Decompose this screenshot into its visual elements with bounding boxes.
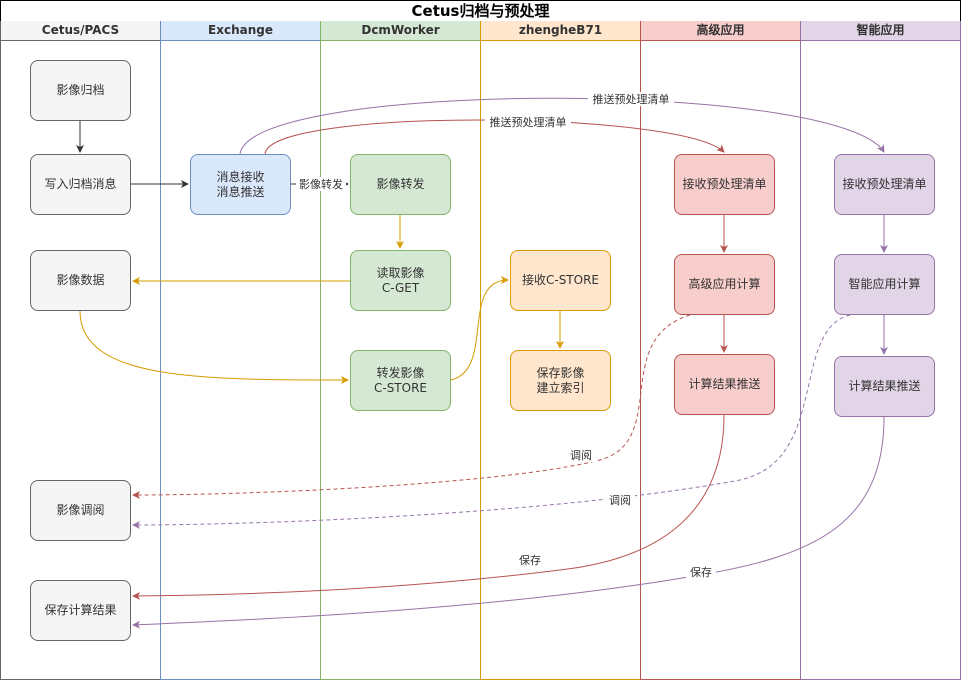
edge-save-adv bbox=[132, 414, 725, 600]
edge-label-review-ai: 调阅 bbox=[609, 494, 631, 507]
node-forward-image-cstore: 转发影像 C-STORE bbox=[350, 350, 451, 411]
lane-header: Cetus/PACS bbox=[1, 21, 160, 41]
edge-cstore-to-receive bbox=[450, 276, 509, 381]
lane-header: zhengheB71 bbox=[481, 21, 640, 41]
edge-push-list-ai bbox=[239, 97, 885, 155]
node-save-results: 保存计算结果 bbox=[30, 580, 131, 641]
node-adv-push-result: 计算结果推送 bbox=[674, 354, 775, 415]
edge-review-ai bbox=[132, 314, 851, 529]
edge-label-save-adv: 保存 bbox=[519, 553, 541, 567]
edge-review-adv bbox=[132, 314, 691, 499]
node-read-image-cget: 读取影像 C-GET bbox=[350, 250, 451, 311]
edge-label-forward: 影像转发 bbox=[299, 177, 343, 191]
edge-push-list-adv bbox=[264, 119, 725, 155]
edge-label-bg bbox=[296, 177, 346, 191]
node-image-archive: 影像归档 bbox=[30, 60, 131, 121]
lane-header: 高级应用 bbox=[641, 21, 800, 41]
lane-header: Exchange bbox=[161, 21, 320, 41]
node-save-image-index: 保存影像 建立索引 bbox=[510, 350, 611, 411]
edge-save-ai bbox=[132, 416, 885, 629]
edge-label-bg bbox=[686, 565, 716, 579]
edge-label-review-adv: 调阅 bbox=[570, 449, 592, 462]
node-image-forward: 影像转发 bbox=[350, 154, 451, 215]
edge-label-bg bbox=[588, 92, 674, 106]
node-adv-receive-list: 接收预处理清单 bbox=[674, 154, 775, 215]
edge-label-bg bbox=[515, 553, 545, 567]
node-adv-compute: 高级应用计算 bbox=[674, 254, 775, 315]
edge-label-push-list-adv: 推送预处理清单 bbox=[490, 115, 567, 129]
lane-header: DcmWorker bbox=[321, 21, 480, 41]
node-message-receive-push: 消息接收 消息推送 bbox=[190, 154, 291, 215]
edge-label-bg bbox=[485, 115, 571, 129]
node-ai-receive-list: 接收预处理清单 bbox=[834, 154, 935, 215]
node-receive-cstore: 接收C-STORE bbox=[510, 250, 611, 311]
edge-label-push-list-ai: 推送预处理清单 bbox=[593, 92, 670, 106]
node-image-data: 影像数据 bbox=[30, 250, 131, 311]
lane-header: 智能应用 bbox=[801, 21, 960, 41]
edge-label-bg bbox=[566, 448, 596, 462]
node-ai-compute: 智能应用计算 bbox=[834, 254, 935, 315]
node-ai-push-result: 计算结果推送 bbox=[834, 356, 935, 417]
lane-exchange: Exchange bbox=[160, 21, 321, 680]
edge-image-data-to-cstore bbox=[79, 310, 349, 384]
node-image-review: 影像调阅 bbox=[30, 480, 131, 541]
edge-label-bg bbox=[605, 493, 635, 507]
edge-label-save-ai: 保存 bbox=[690, 565, 712, 579]
node-write-archive-message: 写入归档消息 bbox=[30, 154, 131, 215]
